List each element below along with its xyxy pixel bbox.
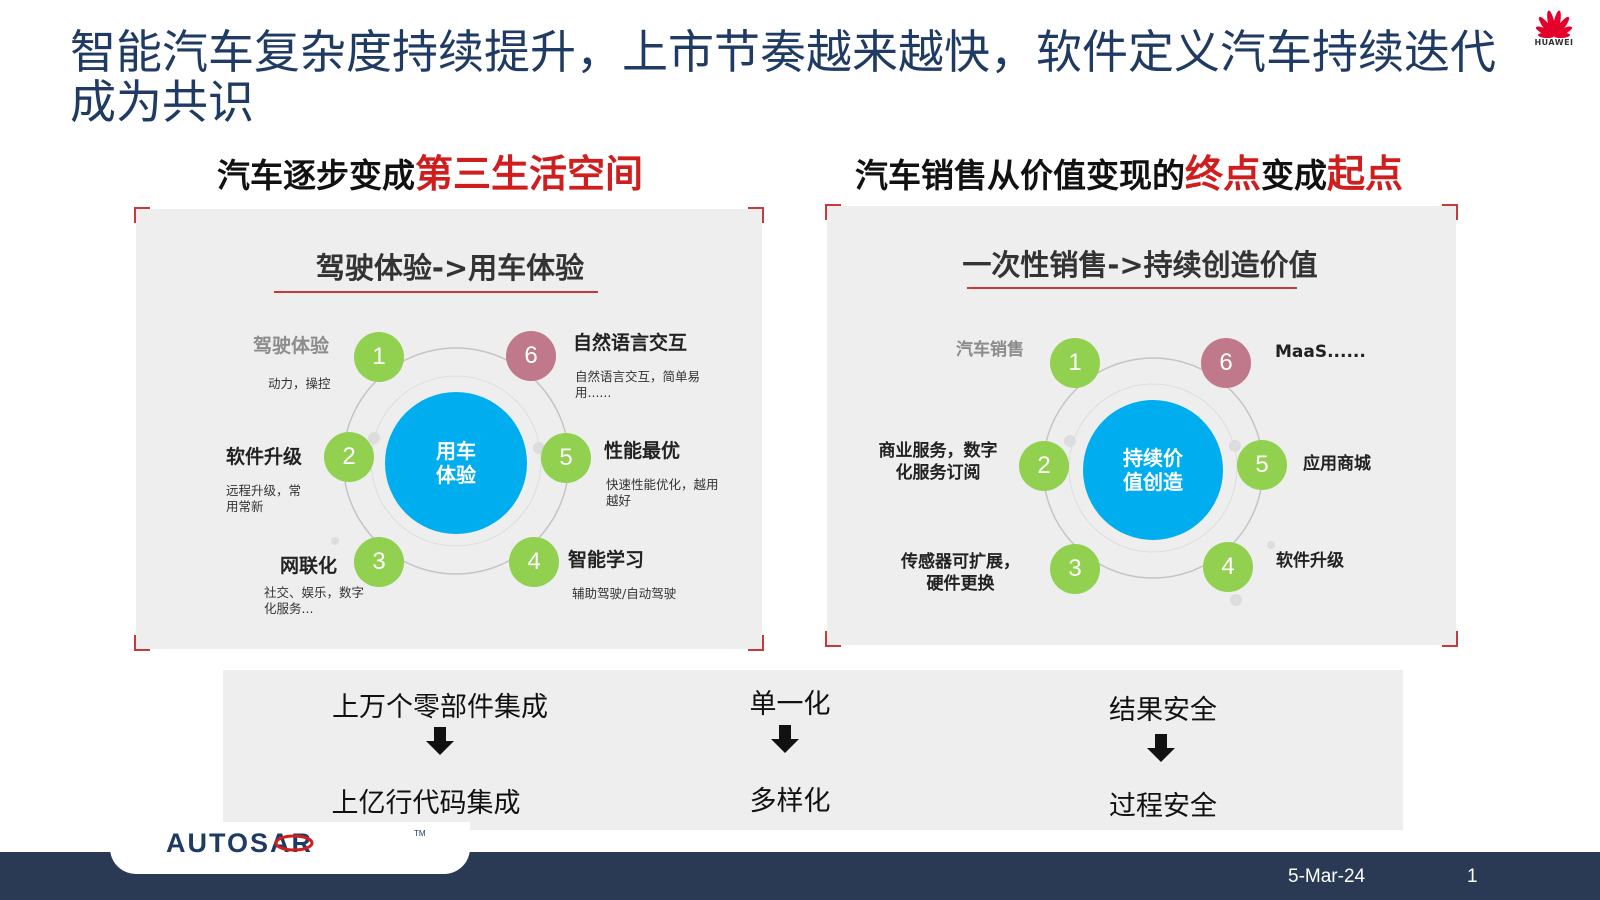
right-node-1-label: 汽车销售: [956, 340, 1024, 360]
bottom-col2-from: 单一化: [749, 689, 831, 720]
left-node-4: 4: [509, 537, 559, 587]
down-arrow-icon: [426, 727, 454, 755]
right-heading-plain2: 变成: [1261, 156, 1328, 195]
left-node-3-sub: 社交、娱乐，数字化服务...: [264, 585, 365, 616]
bottom-col3-from: 结果安全: [1109, 695, 1217, 726]
left-center-label: 用车体验: [436, 439, 476, 487]
left-panel-title-underline: [274, 291, 598, 293]
right-panel-corner-br: [1442, 631, 1458, 647]
left-node-3-label: 网联化: [280, 555, 338, 577]
left-node-1-sub: 动力，操控: [268, 376, 331, 391]
right-panel-title: 一次性销售->持续创造价值: [962, 248, 1318, 282]
right-node-4-label: 软件升级: [1276, 551, 1344, 571]
left-node-1: 1: [354, 332, 404, 382]
left-node-6-sub: 自然语言交互，简单易用......: [575, 369, 701, 400]
left-node-3: 3: [354, 537, 404, 587]
right-center-label: 持续价值创造: [1123, 446, 1183, 494]
left-node-2-label: 软件升级: [226, 446, 303, 468]
left-panel-corner-tr: [748, 207, 764, 223]
right-node-2-label: 商业服务，数字化服务订阅: [878, 441, 998, 483]
right-node-6: 6: [1201, 338, 1251, 388]
left-heading: 汽车逐步变成第三生活空间: [217, 143, 643, 198]
right-panel-corner-tr: [1442, 204, 1458, 220]
left-node-2-sub: 远程升级，常用常新: [226, 483, 302, 514]
right-node-5: 5: [1237, 440, 1287, 490]
right-node-6-label: MaaS......: [1275, 342, 1366, 362]
huawei-logo-text: HUAWEI: [1534, 38, 1574, 47]
bottom-col3-to: 过程安全: [1109, 791, 1217, 822]
right-heading: 汽车销售从价值变现的终点变成起点: [855, 143, 1403, 198]
bottom-comparison-box: [223, 670, 1403, 830]
right-node-1: 1: [1050, 338, 1100, 388]
footer-page-number: 1: [1467, 866, 1478, 887]
left-node-5-sub: 快速性能优化，越用越好: [606, 477, 719, 508]
left-node-6: 6: [506, 331, 556, 381]
right-heading-red1: 终点: [1185, 152, 1262, 196]
slide-title-line1: 智能汽车复杂度持续提升，上市节奏越来越快，软件定义汽车持续迭代: [70, 25, 1496, 79]
huawei-logo: HUAWEI: [1525, 4, 1583, 50]
right-node-3: 3: [1050, 544, 1100, 594]
left-panel-corner-br: [748, 635, 764, 651]
left-node-1-label: 驾驶体验: [253, 335, 330, 357]
right-node-5-label: 应用商城: [1303, 454, 1371, 474]
huawei-petal-icon: [1535, 10, 1573, 39]
down-arrow-icon: [771, 725, 799, 753]
down-arrow-icon: [1147, 734, 1175, 762]
left-heading-red: 第三生活空间: [415, 152, 644, 196]
footer-date: 5-Mar-24: [1288, 866, 1366, 887]
autosar-swoosh: [274, 834, 314, 852]
left-panel-title: 驾驶体验->用车体验: [315, 251, 585, 285]
bottom-col1-from: 上万个零部件集成: [332, 692, 548, 723]
left-node-5: 5: [541, 433, 591, 483]
left-node-4-label: 智能学习: [568, 549, 645, 571]
left-center-circle: 用车体验: [385, 392, 527, 534]
right-node-2: 2: [1019, 441, 1069, 491]
left-panel-corner-bl: [134, 635, 150, 651]
left-node-5-label: 性能最优: [604, 440, 681, 462]
right-center-circle: 持续价值创造: [1083, 400, 1223, 540]
right-panel-corner-bl: [825, 631, 841, 647]
right-heading-plain1: 汽车销售从价值变现的: [855, 156, 1185, 195]
right-panel-title-underline: [967, 287, 1297, 289]
autosar-logo: AUTOSAR TM: [110, 822, 470, 874]
left-heading-plain: 汽车逐步变成: [217, 156, 415, 195]
right-panel-corner-tl: [825, 204, 841, 220]
right-node-3-label: 传感器可扩展，硬件更换: [901, 552, 1020, 594]
bottom-col2-to: 多样化: [749, 786, 831, 817]
autosar-tm: TM: [414, 829, 426, 838]
left-node-2: 2: [324, 432, 374, 482]
right-node-4: 4: [1203, 542, 1253, 592]
autosar-wordmark: AUTOSAR: [166, 828, 313, 858]
slide-title-line2: 成为共识: [70, 75, 254, 129]
left-node-4-sub: 辅助驾驶/自动驾驶: [572, 586, 677, 601]
left-panel-corner-tl: [134, 207, 150, 223]
right-heading-red2: 起点: [1327, 152, 1404, 196]
bottom-col1-to: 上亿行代码集成: [331, 788, 521, 819]
autosar-logo-graphic: AUTOSAR TM: [166, 828, 426, 858]
left-node-6-label: 自然语言交互: [573, 332, 688, 354]
